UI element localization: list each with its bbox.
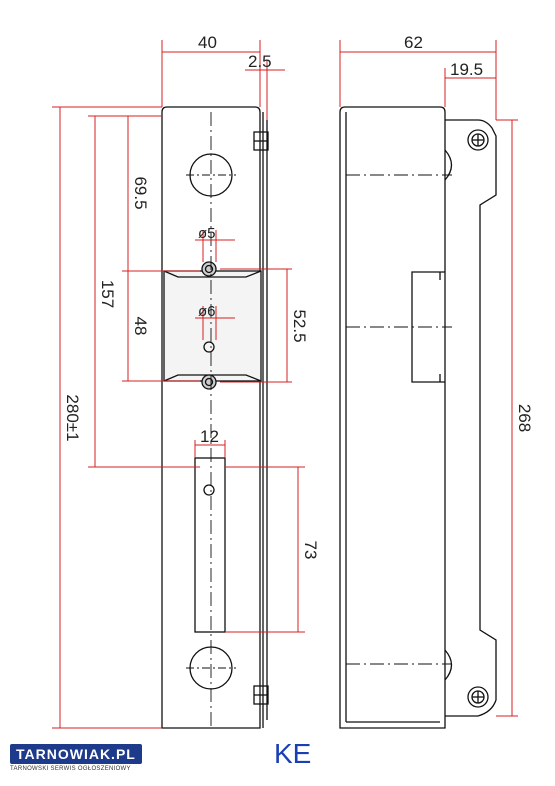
model-caption: KE [274,738,312,769]
logo-tagline: TARNOWSKI SERWIS OGŁOSZENIOWY [10,766,131,772]
strike-window [163,270,262,382]
dim-hole-lower: ø6 [198,303,216,320]
logo-name: TARNOWIAK.PL [10,744,142,764]
front-view [161,106,269,729]
dim-12: 12 [200,427,219,446]
site-logo[interactable]: TARNOWIAK.PL TARNOWSKI SERWIS OGŁOSZENIO… [10,744,150,778]
dim-280: 280±1 [63,394,82,441]
dim-69-5: 69.5 [131,176,150,209]
dimension-lines [52,40,518,729]
side-view [339,106,497,729]
lower-slot [194,457,226,633]
dim-73: 73 [301,541,320,560]
dim-2-5: 2.5 [248,52,272,71]
dim-52-5: 52.5 [290,309,309,342]
dim-48: 48 [131,317,150,336]
dim-40: 40 [198,33,217,52]
dim-19-5: 19.5 [450,60,483,79]
dim-hole-upper: ø5 [198,225,216,242]
dim-62: 62 [404,33,423,52]
dim-157: 157 [98,280,117,308]
dim-268: 268 [515,404,534,432]
